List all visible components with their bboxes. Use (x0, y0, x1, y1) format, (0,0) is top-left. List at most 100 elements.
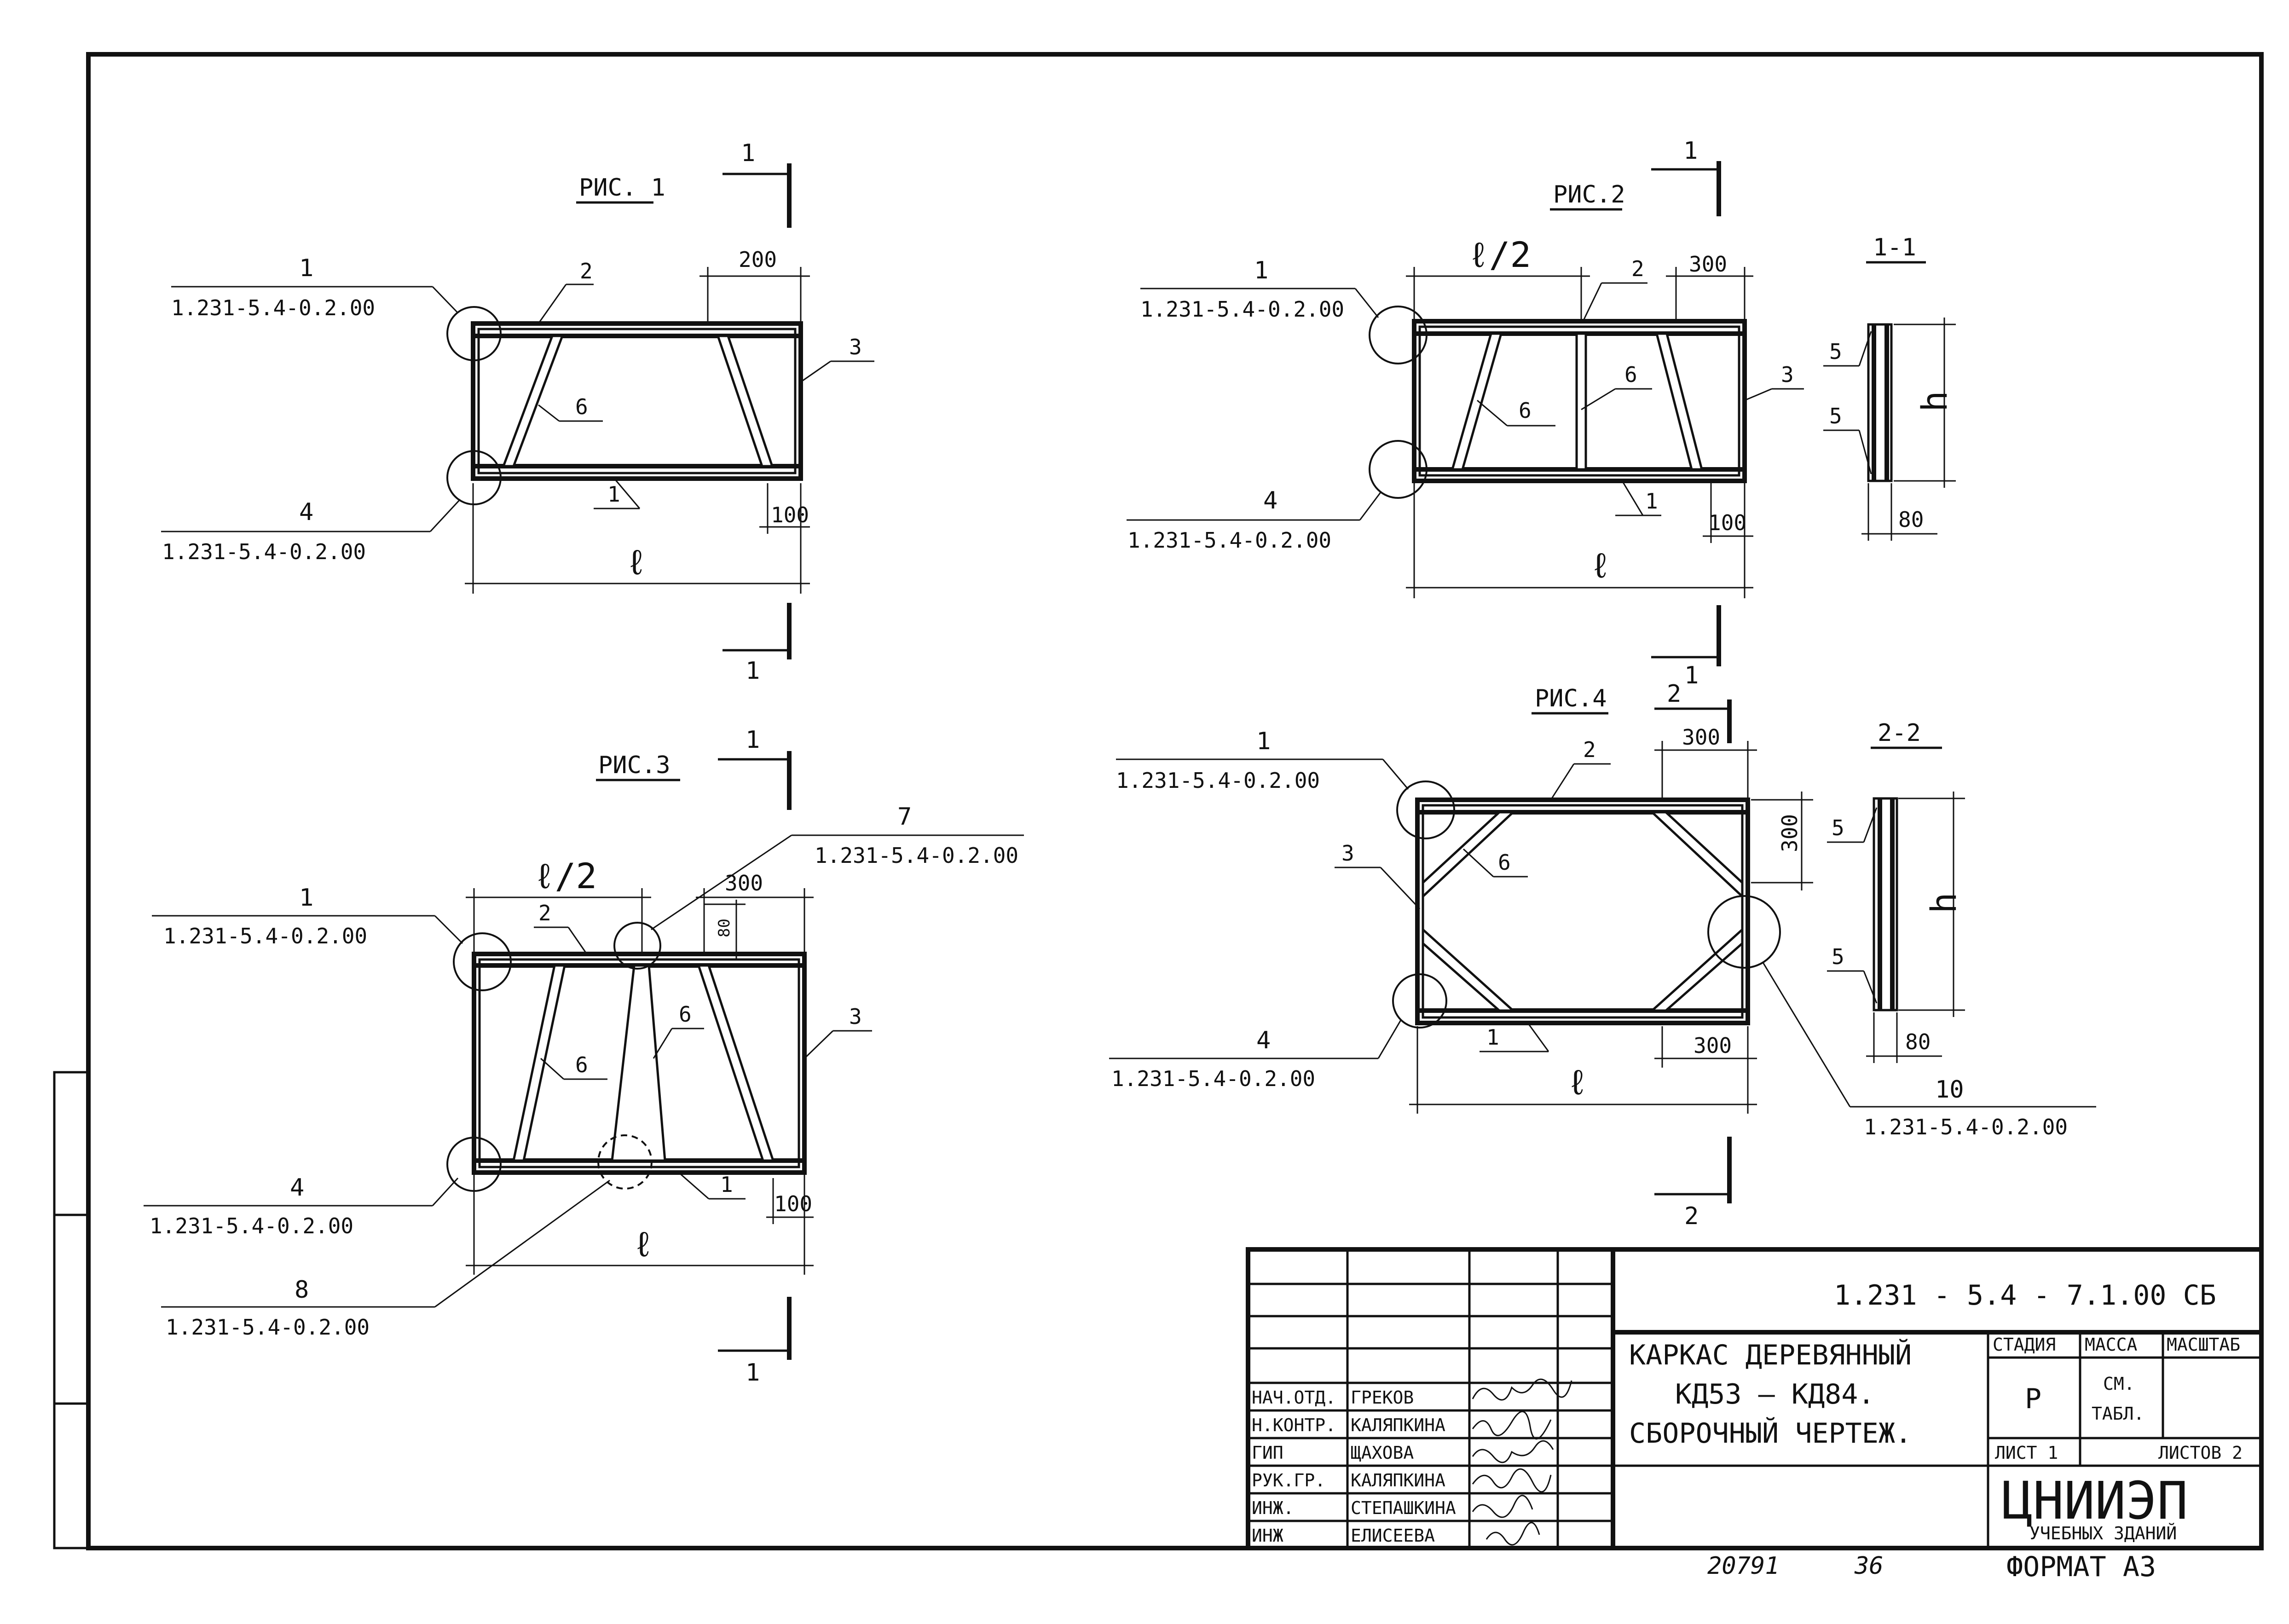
figure-3: РИС.3 1 1 1 1.231-5.4-0.2.00 (144, 726, 1024, 1387)
title-block: 1.231 - 5.4 - 7.1.00 СБ КАРКАС ДЕРЕВЯННЫ… (1246, 1247, 2264, 1550)
sign-role: НАЧ.ОТД. (1252, 1387, 1336, 1408)
fig3-frame (472, 952, 807, 1175)
sign-name: КАЛЯПКИНА (1351, 1415, 1445, 1435)
section11-dim-w: 80 (1898, 507, 1924, 532)
fig3-pos6b: 6 (679, 1002, 692, 1027)
svg-text:1: 1 (741, 139, 755, 167)
fig1-title: РИС. 1 (579, 174, 665, 202)
fig3-dim-80: 80 (715, 919, 734, 937)
svg-text:1: 1 (746, 1359, 760, 1387)
fig1-leader1-ref: 1.231-5.4-0.2.00 (171, 295, 375, 320)
fig3-section-mark-bottom: 1 (718, 1297, 792, 1387)
fig1-pos1: 1 (607, 482, 620, 507)
fig2-dim-length: ℓ (1590, 545, 1611, 586)
fig3-pos2: 2 (538, 901, 551, 925)
fig3-leader1-ref: 1.231-5.4-0.2.00 (163, 924, 367, 948)
stage-value: Р (2025, 1383, 2041, 1415)
fig2-title: РИС.2 (1553, 181, 1625, 208)
fig1-leader1-num: 1 (299, 254, 313, 282)
svg-text:1: 1 (1684, 662, 1699, 689)
inventory-number: 20791 (1707, 1552, 1780, 1580)
sign-role: ИНЖ (1252, 1526, 1283, 1546)
section11-pos5b: 5 (1829, 404, 1842, 428)
fig4-pos2: 2 (1583, 737, 1596, 762)
fig4-dim-side: 300 (1777, 814, 1802, 852)
fig3-leader7-ref: 1.231-5.4-0.2.00 (815, 843, 1018, 868)
fig1-pos3: 3 (849, 335, 862, 359)
fig3-leader1-num: 1 (299, 884, 313, 912)
fig1-dimensions: 200 100 ℓ (465, 247, 810, 594)
title-line-2: КД53 — КД84. (1675, 1378, 1874, 1410)
fig3-leader4-num: 4 (290, 1174, 304, 1202)
fig1-section-mark-top: 1 (723, 139, 792, 228)
fig4-frame (1415, 798, 1750, 1025)
mass-value-1: СМ. (2103, 1374, 2135, 1394)
svg-text:1: 1 (746, 657, 760, 685)
fig1-leader4-num: 4 (299, 498, 313, 526)
section22-title: 2-2 (1878, 719, 1921, 747)
fig2-leader4-ref: 1.231-5.4-0.2.00 (1127, 528, 1331, 553)
figure-2: РИС.2 1 1 1 1.231-5.4-0.2.00 (1127, 137, 1804, 689)
fig3-leader8-num: 8 (295, 1276, 309, 1304)
fig2-pos1: 1 (1645, 489, 1658, 514)
fig4-section-mark-top: 2 (1654, 680, 1732, 743)
fig1-dim-top: 200 (739, 247, 777, 272)
fig3-pos3: 3 (849, 1004, 862, 1029)
mass-value-2: ТАБЛ. (2092, 1404, 2144, 1424)
svg-text:2: 2 (1684, 1202, 1699, 1230)
fig4-leader10-ref: 1.231-5.4-0.2.00 (1864, 1115, 2068, 1139)
fig4-leader1-num: 1 (1256, 728, 1271, 755)
fig2-dimensions: ℓ/2 300 100 ℓ (1406, 234, 1753, 598)
section11-title: 1-1 (1873, 234, 1916, 261)
fig2-section-mark-bottom: 1 (1651, 605, 1721, 689)
fig3-dim-bottom: 100 (774, 1191, 812, 1216)
fig1-leader4-ref: 1.231-5.4-0.2.00 (162, 539, 366, 564)
fig2-section-mark-top: 1 (1651, 137, 1721, 216)
fig1-pos6: 6 (575, 394, 588, 419)
org-sub: УЧЕБНЫХ ЗДАНИЙ (2029, 1523, 2177, 1543)
section-1-1: 1-1 h 80 5 5 (1823, 234, 1956, 541)
fig1-dim-length: ℓ (626, 542, 647, 583)
fig4-dim-top: 300 (1682, 725, 1720, 750)
sign-name: ЕЛИСЕЕВА (1351, 1526, 1435, 1546)
sign-name: ГРЕКОВ (1351, 1387, 1414, 1408)
section22-pos5a: 5 (1832, 815, 1844, 840)
section11-pos5a: 5 (1829, 339, 1842, 364)
figure-4: РИС.4 2 2 1 1.231-5.4-0.2.00 (1109, 680, 2096, 1230)
fig2-frame (1412, 319, 1747, 483)
fig4-leader4-num: 4 (1256, 1027, 1271, 1054)
section22-dim-h: h (1923, 892, 1964, 913)
sign-name: ЩАХОВА (1351, 1443, 1414, 1463)
fig1-dim-bottom: 100 (771, 503, 809, 527)
sheet-border (53, 52, 2264, 1550)
fig2-pos3: 3 (1781, 362, 1794, 387)
fig2-leader1-num: 1 (1254, 257, 1268, 284)
fig3-dim-half: ℓ/2 (534, 855, 597, 896)
fig3-leader8-ref: 1.231-5.4-0.2.00 (166, 1315, 370, 1340)
fig2-pos6b: 6 (1624, 362, 1637, 387)
fig2-pos6a: 6 (1519, 398, 1532, 423)
sign-role: Н.КОНТР. (1252, 1415, 1336, 1435)
sign-role: ГИП (1252, 1443, 1283, 1463)
sign-name: КАЛЯПКИНА (1351, 1470, 1445, 1491)
fig3-dimensions: ℓ/2 300 80 100 ℓ (466, 855, 814, 1275)
fig4-pos6: 6 (1498, 850, 1511, 875)
fig3-pos6a: 6 (575, 1052, 588, 1077)
fig3-section-mark-top: 1 (718, 726, 792, 810)
fig4-leader10-num: 10 (1935, 1076, 1964, 1104)
fig4-leader4-ref: 1.231-5.4-0.2.00 (1111, 1066, 1315, 1091)
fig3-pos1: 1 (720, 1172, 733, 1197)
fig4-leader1-ref: 1.231-5.4-0.2.00 (1116, 768, 1320, 793)
fig2-dim-top: 300 (1689, 252, 1727, 277)
fig1-section-mark-bottom: 1 (723, 603, 792, 685)
mass-header: МАССА (2085, 1335, 2138, 1355)
svg-text:2: 2 (1667, 680, 1681, 708)
scale-header: МАСШТАБ (2167, 1335, 2240, 1355)
section22-dim-w: 80 (1905, 1029, 1931, 1054)
fig2-pos2: 2 (1631, 256, 1644, 281)
fig2-leader1-ref: 1.231-5.4-0.2.00 (1140, 297, 1344, 322)
fig3-title: РИС.3 (598, 751, 671, 779)
section11-dim-h: h (1914, 391, 1955, 412)
fig4-section-mark-bottom: 2 (1654, 1137, 1732, 1230)
